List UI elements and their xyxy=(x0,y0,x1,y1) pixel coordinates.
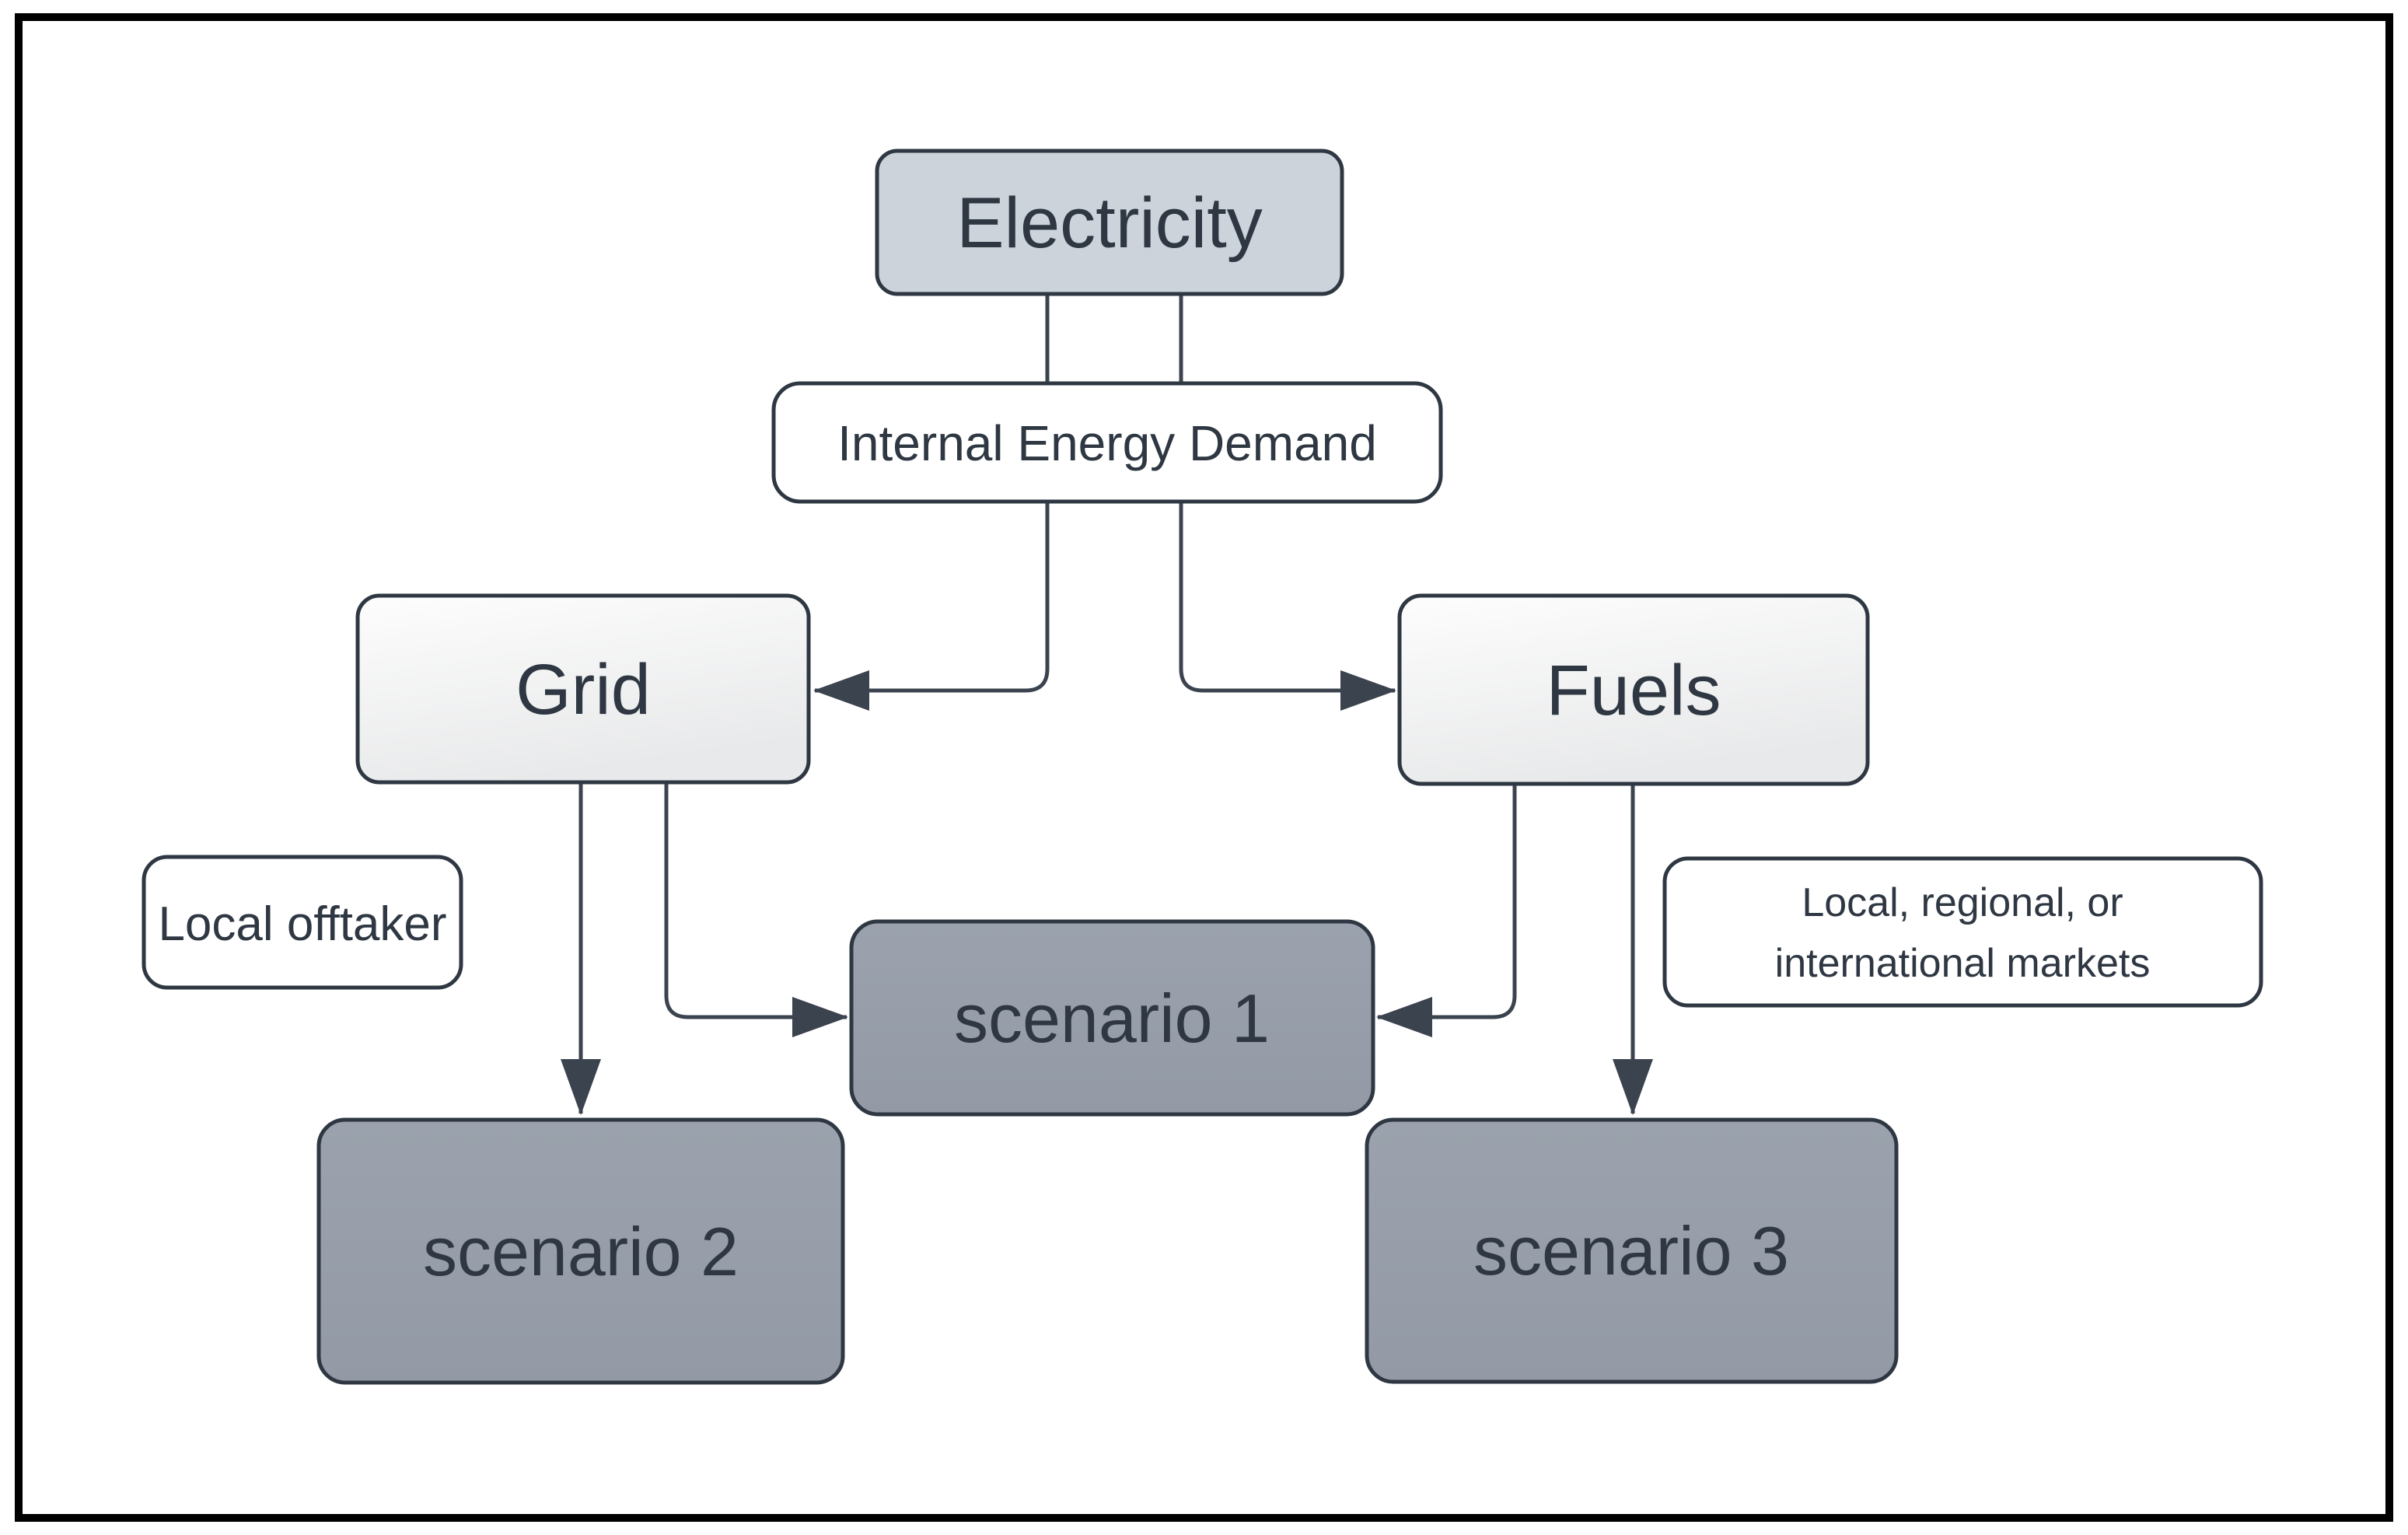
edges xyxy=(561,294,1653,1115)
markets-box xyxy=(1662,856,2263,1008)
node-scenario-1: scenario 1 xyxy=(849,919,1375,1117)
node-markets: Local, regional, or international market… xyxy=(1662,856,2263,1008)
local-offtaker-label: Local offtaker xyxy=(158,897,446,951)
markets-label-line1: Local, regional, or xyxy=(1802,880,2123,925)
grid-label: Grid xyxy=(516,650,651,729)
node-scenario-2: scenario 2 xyxy=(316,1117,845,1385)
scenario-1-box xyxy=(849,919,1375,1117)
outer-border xyxy=(15,13,2393,1522)
node-scenario-3: scenario 3 xyxy=(1365,1117,1899,1384)
markets-label-line2: international markets xyxy=(1775,941,2151,986)
edge-grid-to-scenario-1 xyxy=(664,781,848,1037)
electricity-box xyxy=(875,149,1344,296)
node-local-offtaker: Local offtaker xyxy=(142,855,463,990)
node-electricity: Electricity xyxy=(875,149,1344,296)
node-grid: Grid xyxy=(355,593,811,785)
fuels-label: Fuels xyxy=(1547,651,1721,730)
edge-electricity-to-fuels xyxy=(1179,294,1396,711)
grid-box xyxy=(355,593,811,785)
internal-energy-demand-label: Internal Energy Demand xyxy=(837,415,1377,471)
edge-electricity-to-grid xyxy=(813,294,1050,711)
node-fuels: Fuels xyxy=(1397,593,1870,786)
fuels-box xyxy=(1397,593,1870,786)
electricity-label: Electricity xyxy=(956,184,1263,263)
scenario-3-label: scenario 3 xyxy=(1473,1212,1789,1289)
local-offtaker-box xyxy=(142,855,463,990)
edge-fuels-to-scenario-1 xyxy=(1376,782,1517,1037)
scenario-1-label: scenario 1 xyxy=(954,980,1270,1057)
internal-energy-demand-box xyxy=(771,381,1443,504)
scenario-2-box xyxy=(316,1117,845,1385)
node-internal-energy-demand: Internal Energy Demand xyxy=(771,381,1443,504)
scenario-2-label: scenario 2 xyxy=(423,1213,739,1290)
scenario-3-box xyxy=(1365,1117,1899,1384)
